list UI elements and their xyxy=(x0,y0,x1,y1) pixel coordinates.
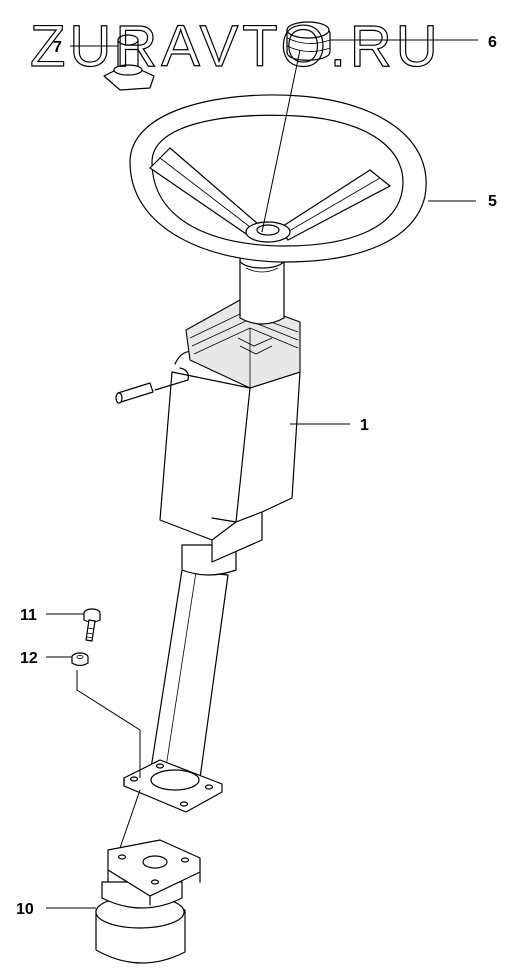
label-part-6: 6 xyxy=(488,34,497,51)
part-6-hub-cap xyxy=(286,21,331,61)
lower-shaft-tube xyxy=(149,569,229,784)
part-10-lower-housing xyxy=(95,839,201,964)
part-5-steering-wheel xyxy=(129,94,427,263)
part-12-nut xyxy=(71,652,89,667)
mounting-flange xyxy=(123,759,223,813)
label-part-7: 7 xyxy=(53,39,62,56)
part-11-bolt xyxy=(83,608,101,642)
label-part-11: 11 xyxy=(20,607,37,624)
label-part-12: 12 xyxy=(20,650,38,667)
watermark-text: ZURAVTO.RU xyxy=(30,14,442,79)
part-1-column-housing xyxy=(115,251,301,576)
label-part-10: 10 xyxy=(16,901,34,918)
label-part-1: 1 xyxy=(360,417,369,434)
label-part-5: 5 xyxy=(488,193,497,210)
leader-lines xyxy=(46,39,478,909)
part-7-horn-button xyxy=(103,34,155,91)
